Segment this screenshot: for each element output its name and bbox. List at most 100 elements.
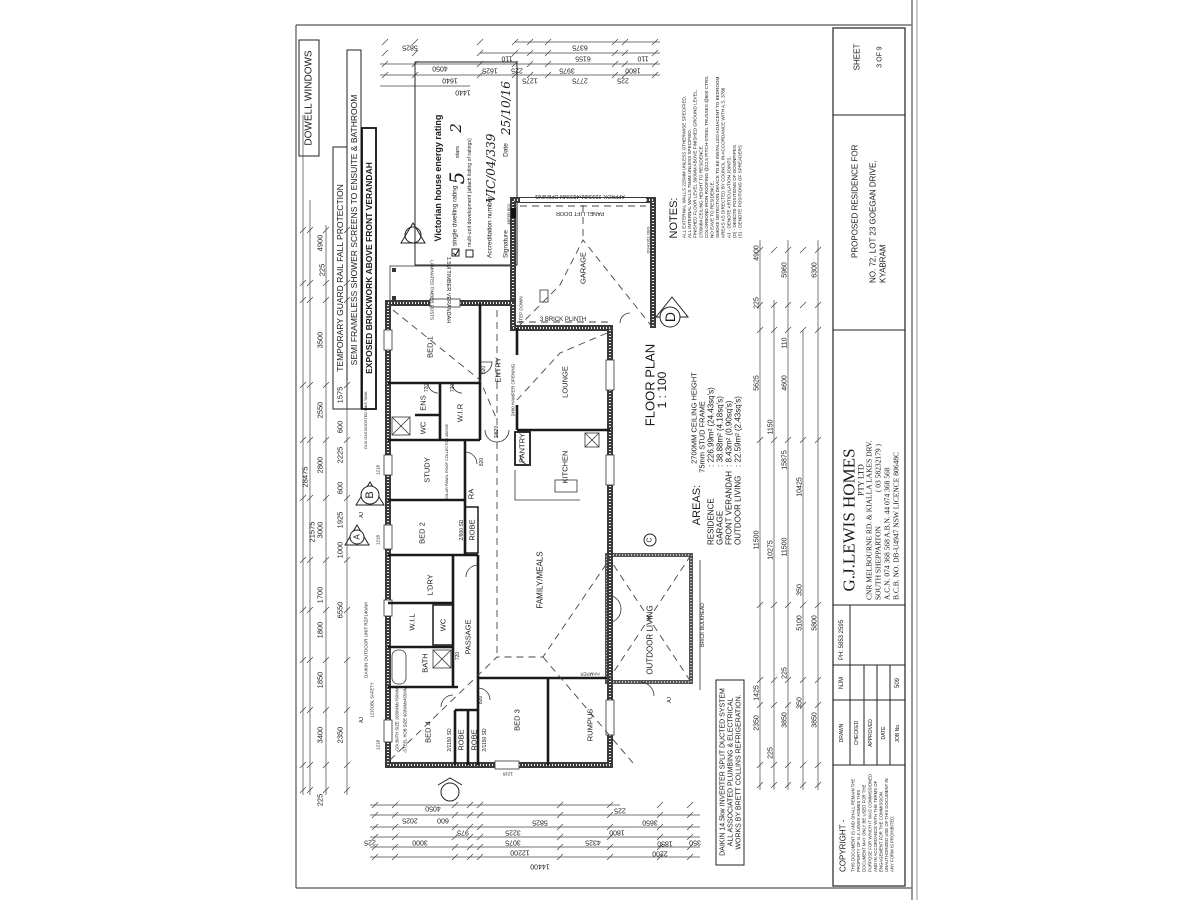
room-label-wc2: WC bbox=[439, 618, 448, 631]
articulation-joint-label: AJ bbox=[359, 717, 365, 723]
room-label-ens: ENS bbox=[419, 395, 428, 410]
note-line: ALL INTERNAL WALLS 75MM UNLESS SPECIFIED… bbox=[687, 129, 692, 238]
company-address: CNR MELBOURNE RD. & KIALLA LAKES DRV. bbox=[865, 441, 874, 600]
panel-lift-door-label: PANEL LIFT DOOR bbox=[556, 210, 604, 216]
section-mark-verandah-icon bbox=[400, 222, 426, 244]
dimension-label: 3225 bbox=[505, 829, 521, 836]
room-label-kitchen: KITCHEN bbox=[561, 451, 570, 484]
company-acn-abn: A.C.N. 074 368 568 A.B.N. 44 074 368 568 bbox=[883, 467, 892, 600]
sheet-number: 3 OF 9 bbox=[877, 46, 884, 68]
dimension-label: 3850 bbox=[812, 712, 819, 728]
window-size-label: 1218 bbox=[502, 772, 513, 777]
room-label-garage: GARAGE bbox=[579, 252, 588, 284]
dimension-label: 2225 bbox=[336, 447, 345, 464]
dimension-label: 2200 bbox=[652, 850, 668, 857]
room-label-robe2: ROBE bbox=[457, 729, 466, 750]
dimension-label: 6155 bbox=[575, 55, 591, 62]
accreditation-number-handwritten: VIC/04/339 bbox=[484, 133, 498, 202]
dimension-label: 1800 bbox=[625, 67, 641, 74]
dimension-label: 2025 bbox=[402, 817, 418, 824]
room-label-bed1: BED 1 bbox=[426, 336, 435, 358]
section-mark-c-label: C bbox=[647, 537, 654, 542]
date-handwritten: 25/10/16 bbox=[499, 81, 513, 136]
dimension-label: 3650 bbox=[642, 819, 658, 826]
articulation-joint-label: AJ bbox=[667, 697, 673, 703]
stars-extra-handwritten: 2 bbox=[447, 123, 465, 134]
window-size-label: 1218 bbox=[376, 739, 381, 750]
company-suffix: PTY LTD bbox=[857, 464, 866, 496]
room-label-study: STUDY bbox=[423, 457, 432, 482]
area-value: : 22.59m² (2.43sq's) bbox=[734, 396, 743, 467]
dimension-label: 15875 bbox=[782, 450, 789, 470]
dimension-label: 5800 bbox=[812, 615, 819, 631]
copyright-line: ANY FORM IS PROHIBITED. bbox=[890, 815, 895, 872]
signature-label: Signature bbox=[503, 230, 510, 258]
dimension-label: 1850 bbox=[657, 840, 673, 847]
dimension-label: 1000 bbox=[336, 542, 345, 559]
floor-plan-title: FLOOR PLAN bbox=[643, 344, 658, 426]
note-line: FINISHED FLOOR LEVEL 300MM ABOVE FINISHE… bbox=[693, 89, 698, 238]
site-address-line1: NO. 72, LOT 23 GOEGAN DRIVE, bbox=[869, 160, 878, 283]
stars-value-handwritten: 5 bbox=[445, 172, 469, 185]
single-dwelling-checkbox[interactable] bbox=[451, 248, 460, 257]
section-mark-d-icon bbox=[654, 296, 690, 328]
articulation-joint-label: AJ bbox=[359, 512, 365, 518]
area-value: : 226.99m² (24.43sq's) bbox=[707, 387, 716, 467]
hob-size-note: -STEEL HOB SIZE 900MMx455MM bbox=[403, 686, 408, 753]
door-opening-label: APPROX. 2200MMx4800MM OPENING bbox=[535, 193, 625, 199]
dimension-label: 3850 bbox=[782, 712, 789, 728]
room-label-bed3: BED 3 bbox=[513, 709, 522, 731]
hamper-opening-label: 2400 HAMPER OPENING bbox=[511, 363, 516, 416]
dimension-label: 11500 bbox=[782, 537, 789, 556]
job-number-label: JOB No. bbox=[895, 724, 901, 743]
dimension-label: 1425 bbox=[754, 685, 761, 701]
dimension-label: 1275 bbox=[522, 77, 538, 84]
checked-label: CHECKED bbox=[854, 720, 860, 745]
room-label-lounge: LOUNGE bbox=[561, 366, 570, 398]
drawn-by-value: NJM bbox=[839, 677, 845, 689]
section-mark-bottom-icon bbox=[437, 777, 463, 802]
note-dowell-windows: DOWELL WINDOWS bbox=[304, 50, 315, 146]
dimension-label: 3400 bbox=[316, 727, 325, 744]
dimension-label: 3500 bbox=[316, 332, 325, 349]
dimension-label: 600 bbox=[336, 421, 345, 434]
copyright-line: UNAUTHORIZED USE OF THIS DOCUMENT IN bbox=[884, 778, 889, 872]
dimension-label: 2775 bbox=[572, 77, 588, 84]
title-block-frame bbox=[832, 27, 906, 887]
dimension-label: 350 bbox=[797, 584, 804, 596]
room-label-rumpus: RUMPUS bbox=[586, 709, 595, 742]
dimension-label: 4900 bbox=[316, 235, 325, 252]
room-label-bed2: BED 2 bbox=[418, 522, 427, 544]
internal-walls bbox=[388, 303, 610, 765]
drawing-phone: PH: 5853 2595 bbox=[839, 619, 845, 660]
dimension-label: 10425 bbox=[797, 477, 804, 497]
site-address-line2: KYABRAM bbox=[879, 244, 888, 283]
dimension-label: 1625 bbox=[482, 67, 498, 74]
multi-unit-checkbox[interactable] bbox=[465, 249, 474, 258]
dimension-label: 225 bbox=[754, 297, 761, 309]
area-value: : 8.43m² (0.90sq's) bbox=[725, 400, 734, 467]
hvac-note-box bbox=[715, 679, 745, 866]
dimension-label: 1150 bbox=[768, 419, 775, 434]
job-number-value: 509 bbox=[895, 677, 901, 688]
room-label-ldry: L'DRY bbox=[426, 574, 435, 595]
dimension-label: 6550 bbox=[336, 602, 345, 619]
section-mark-a-label: A bbox=[353, 534, 362, 540]
dimension-label: 11500 bbox=[754, 530, 761, 549]
dimension-label: 6300 bbox=[812, 262, 819, 278]
dimension-label: 2350 bbox=[754, 715, 761, 731]
room-label-family: FAMILY/MEALS bbox=[536, 551, 545, 608]
note-line: COLORBOND IRON ROOFING @22.5 PITCH-STEEL… bbox=[704, 76, 709, 238]
drawn-label: DRAWN bbox=[839, 723, 845, 742]
note-line: SMOKE DETECTION DEVICE TO BE INSTALLED A… bbox=[715, 77, 720, 238]
room-label-bath: BATH bbox=[421, 653, 430, 672]
sheet-label: SHEET bbox=[853, 44, 862, 71]
dimension-label: 5825 bbox=[402, 44, 418, 51]
dimension-label: 6375 bbox=[572, 44, 588, 51]
date-label: DATE bbox=[881, 726, 887, 740]
floor-plan-scale: 1 : 100 bbox=[655, 371, 669, 408]
note-guard-rail: TEMPORARY GUARD RAIL FALL PROTECTION bbox=[335, 184, 345, 372]
hws-tank-label: DUX GAS BOOSTED HWS TANK bbox=[364, 391, 368, 449]
copyright-line: ENGAGEMENT FOR THE COMMISSION. bbox=[879, 791, 884, 872]
brick-bulkhead-label: BRICK BULKHEAD bbox=[700, 603, 706, 647]
